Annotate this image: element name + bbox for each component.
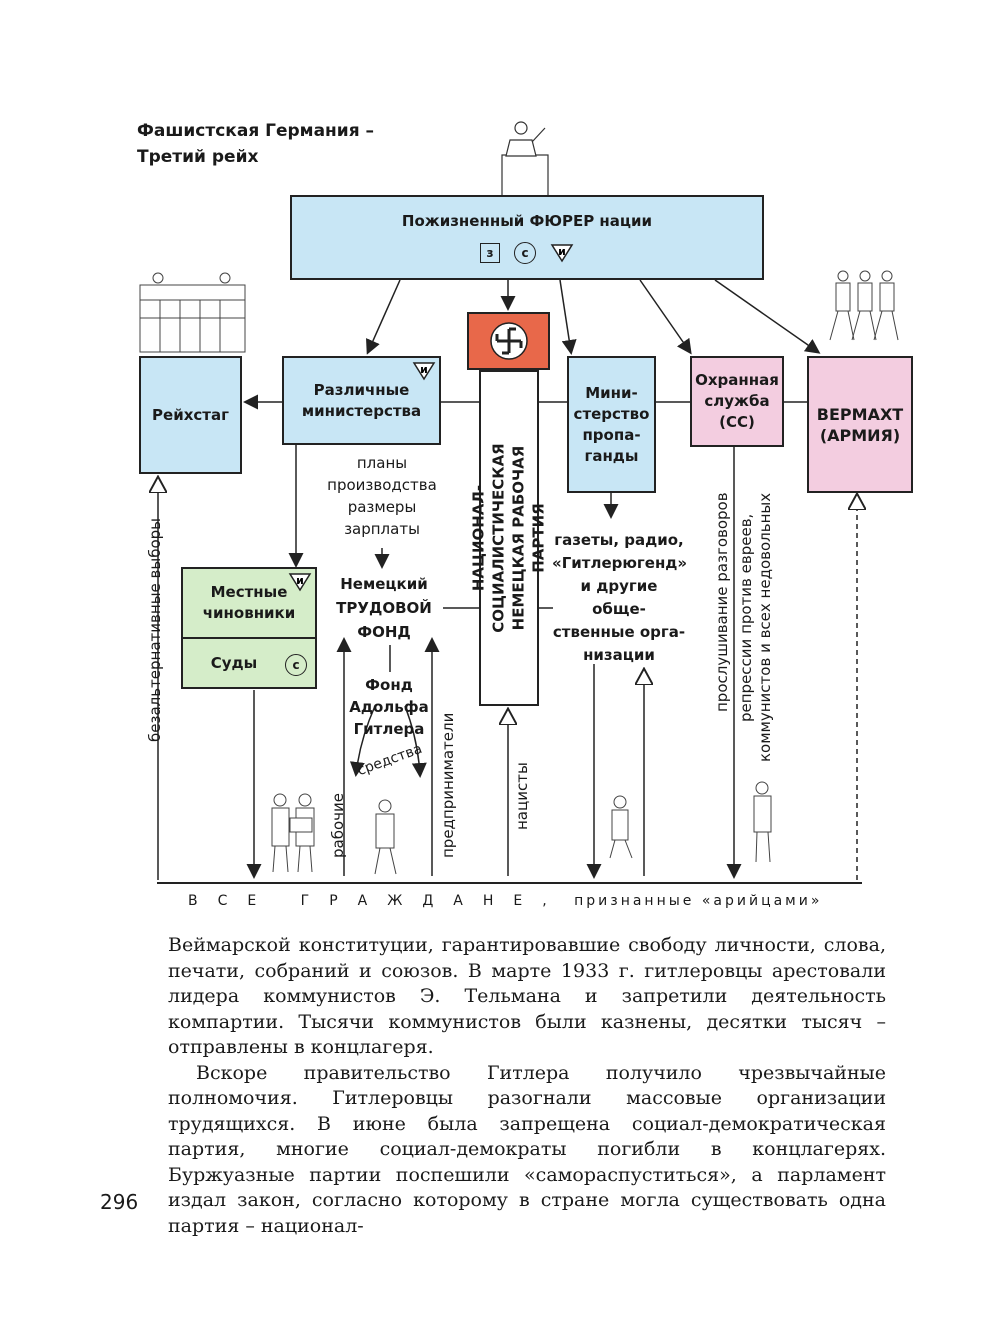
courts-box: Суды с [181,637,317,689]
reichstag-box: Рейхстаг [139,356,242,474]
fuhrer-label: Пожизненный ФЮРЕР нации [401,212,653,230]
page-number: 296 [100,1190,139,1214]
svg-text:и: и [296,574,304,587]
symbol-c-icon: с [514,242,536,264]
title-line-2: Третий рейх [137,147,259,167]
citizens-part-1: ВСЕ ГРАЖДАНЕ, [188,893,567,909]
nazis-label: нацисты [513,762,531,830]
workers-label: рабочие [329,793,347,858]
citizens-part-2: признанные «арийцами» [574,893,823,909]
ss-box: Охранная служба (СС) [690,356,784,447]
wehrmacht-box: ВЕРМАХТ (АРМИЯ) [807,356,913,493]
propaganda-box: Мини-стерство пропа-ганды [567,356,656,493]
ministries-box: Различные министерства и [282,356,441,445]
entrepreneurs-label: предприниматели [439,712,457,858]
fuhrer-symbols: з с и [480,242,574,264]
diagram-connectors [139,121,899,880]
party-box: НАЦИОНАЛ-СОЦИАЛИСТИЧЕСКАЯ НЕМЕЦКАЯ РАБОЧ… [470,370,548,706]
repressions-label-1: репрессии против евреев, [737,513,755,722]
title-line-1: Фашистская Германия – [137,121,375,141]
body-text: Веймарской конституции, гарантировавшие … [168,933,886,1239]
local-officials-box: Местные чиновники и [181,567,317,639]
media-text: газеты, радио, «Гитлерюгенд» и другие об… [552,531,688,664]
party-label: НАЦИОНАЛ-СОЦИАЛИСТИЧЕСКАЯ НЕМЕЦКАЯ РАБОЧ… [470,443,548,633]
svg-text:и: и [420,363,428,376]
symbol-z-icon: з [480,243,500,263]
swastika-box [467,312,550,370]
citizens-illustration [271,781,772,875]
propaganda-label: Мини-стерство пропа-ганды [573,383,650,465]
symbol-i-triangle-icon: и [550,243,574,263]
fuhrer-box: Пожизненный ФЮРЕР нации з с и [290,195,764,280]
fuhrer-podium-illustration [501,121,549,198]
local-officials-label: Местные чиновники [202,583,296,622]
elections-label: безальтернативные выборы [146,517,164,742]
soldiers-illustration [829,270,899,341]
svg-text:и: и [558,245,566,258]
eavesdrop-label: прослушивание разговоров [713,492,731,712]
paragraph-2: Вскоре правительство Гитлера получило чр… [168,1061,886,1237]
repressions-label-2: коммунистов и всех недовольных [756,492,774,762]
paragraph-1: Веймарской конституции, гарантировавшие … [168,934,886,1058]
citizens-caption: ВСЕ ГРАЖДАНЕ, признанные «арийцами» [188,893,822,909]
diagram-title: Фашистская Германия – Третий рейх [137,118,374,170]
courts-c-icon: с [285,654,307,676]
labor-fund-text: Немецкий ТРУДОВОЙ ФОНД [336,575,432,641]
ministries-i-triangle-icon: и [412,362,436,381]
citizens-line [157,882,862,884]
hitler-fund-text: Фонд Адольфа Гитлера [349,676,429,738]
swastika-emblem-icon [489,322,528,360]
wehrmacht-label: ВЕРМАХТ (АРМИЯ) [816,404,904,445]
ministries-label: Различные министерства [301,380,422,420]
reichstag-illustration [139,272,246,353]
local-i-triangle-icon: и [288,573,312,592]
reichstag-label: Рейхстаг [152,405,229,424]
plans-text: планы производства размеры зарплаты [327,454,437,538]
ss-label: Охранная служба (СС) [695,371,779,431]
courts-label: Суды [210,653,258,672]
